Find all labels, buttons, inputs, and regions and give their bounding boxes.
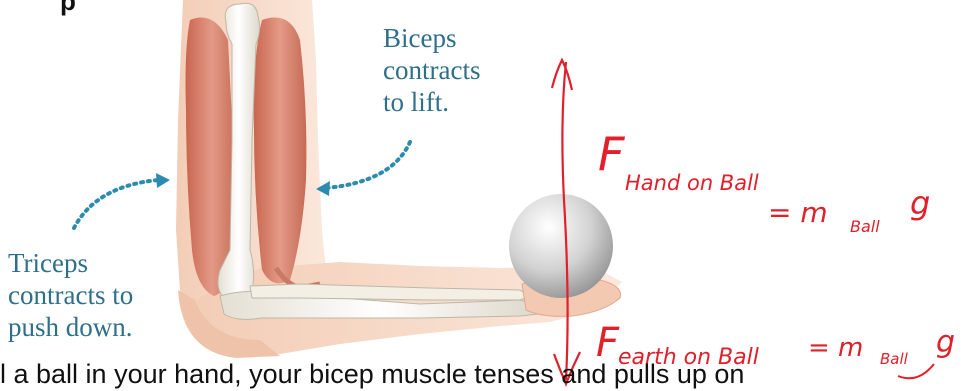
triceps-label-line: contracts to — [8, 279, 133, 311]
caption-text: l a ball in your hand, your bicep muscle… — [0, 357, 744, 391]
biceps-label: Biceps contracts to lift. — [383, 22, 480, 118]
force-down-equals: = m — [808, 333, 863, 363]
triceps-label-line: push down. — [8, 311, 133, 343]
biceps-label-line: to lift. — [383, 86, 480, 118]
biceps-label-line: contracts — [383, 54, 480, 86]
ball — [509, 194, 613, 298]
force-down-g: g — [936, 325, 955, 360]
biceps-label-line: Biceps — [383, 22, 480, 54]
heading-fragment: p — [60, 0, 76, 17]
force-up-g: g — [910, 184, 930, 222]
force-arrow-up-head — [552, 60, 572, 90]
biceps-muscle — [254, 18, 307, 284]
biceps-pointer-arrow — [326, 142, 410, 188]
force-up-equals: = m — [768, 196, 828, 229]
force-down-mass-subscript: Ball — [880, 350, 909, 368]
force-up-main: F — [598, 127, 625, 181]
triceps-label-line: Triceps — [8, 247, 133, 279]
triceps-pointer-arrow — [74, 180, 158, 228]
triceps-pointer-arrowhead — [156, 173, 170, 188]
triceps-label: Triceps contracts to push down. — [8, 247, 133, 343]
force-up-mass-subscript: Ball — [850, 217, 880, 236]
force-up-subscript: Hand on Ball — [625, 171, 759, 195]
